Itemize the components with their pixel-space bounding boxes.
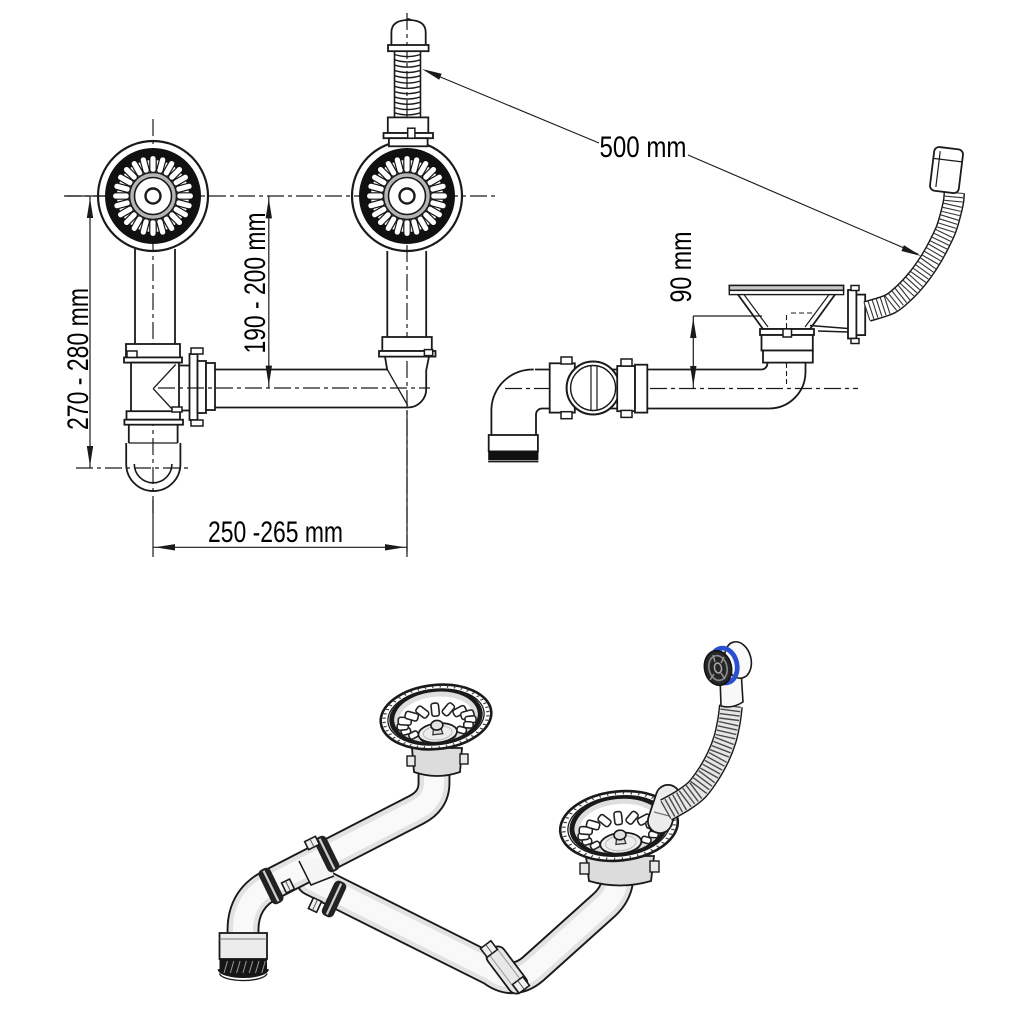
svg-text:90 mm: 90 mm [665,232,698,303]
svg-text:250 -265 mm: 250 -265 mm [208,516,343,549]
svg-text:270 - 280 mm: 270 - 280 mm [62,288,95,430]
svg-text:500 mm: 500 mm [600,131,687,164]
svg-text:190 - 200 mm: 190 - 200 mm [239,213,272,354]
